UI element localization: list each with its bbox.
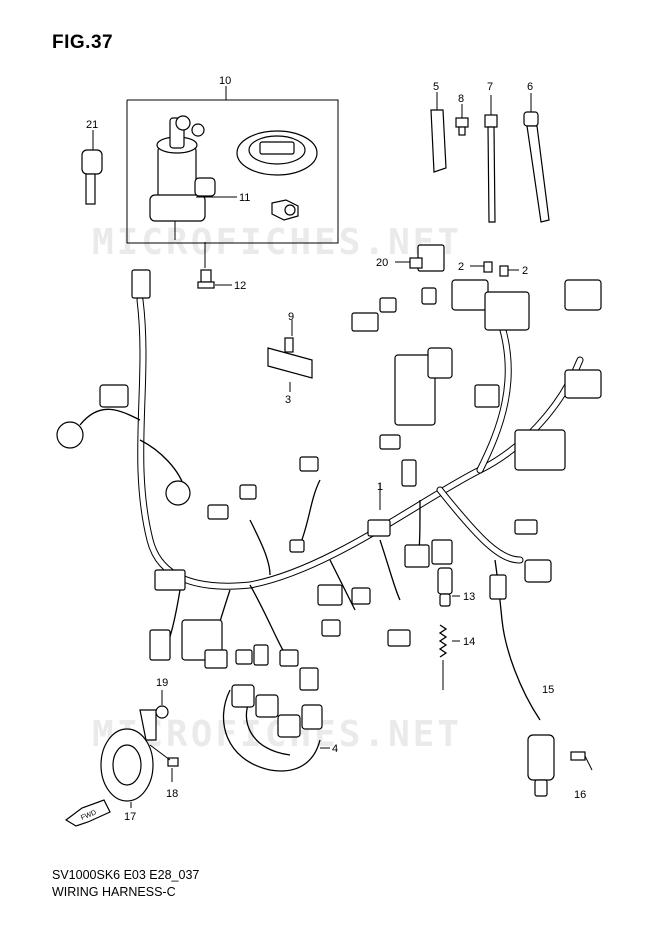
- key: [81, 130, 103, 205]
- callout-9: 9: [288, 311, 294, 323]
- figure-caption: WIRING HARNESS-C: [52, 885, 176, 899]
- figure-code: SV1000SK6 E03 E28_037: [52, 868, 200, 882]
- callout-7: 7: [487, 81, 493, 93]
- callout-16: 16: [574, 789, 586, 801]
- callout-17: 17: [124, 811, 136, 823]
- callout-3: 3: [285, 394, 291, 406]
- relay-and-fuses: [395, 244, 519, 277]
- callout-15: 15: [542, 684, 554, 696]
- clamps-group: [430, 92, 550, 223]
- callout-2b: 2: [522, 265, 528, 277]
- main-harness: [79, 296, 584, 721]
- callout-2a: 2: [458, 261, 464, 273]
- callout-5: 5: [433, 81, 439, 93]
- bracket-3: [267, 320, 313, 392]
- callout-21: 21: [86, 119, 98, 131]
- ignition-switch-set: [126, 86, 339, 244]
- callout-10: 10: [219, 75, 231, 87]
- callout-1: 1: [377, 481, 383, 493]
- switch-and-spring: [437, 567, 460, 690]
- horn: [100, 690, 179, 808]
- sensor-15: [527, 734, 593, 797]
- callout-13: 13: [463, 591, 475, 603]
- callout-12: 12: [234, 280, 246, 292]
- fwd-arrow: FWD: [64, 799, 111, 827]
- bolt-12: [197, 242, 232, 289]
- sub-harness-4: [222, 684, 330, 772]
- callout-4: 4: [332, 743, 338, 755]
- connectors: [56, 269, 602, 691]
- callout-11: 11: [239, 192, 250, 204]
- figure-title: FIG.37: [52, 32, 114, 53]
- callout-6: 6: [527, 81, 533, 93]
- callout-14: 14: [463, 636, 475, 648]
- callout-18: 18: [166, 788, 178, 800]
- callout-8: 8: [458, 93, 464, 105]
- callout-19: 19: [156, 677, 168, 689]
- callout-20: 20: [376, 257, 388, 269]
